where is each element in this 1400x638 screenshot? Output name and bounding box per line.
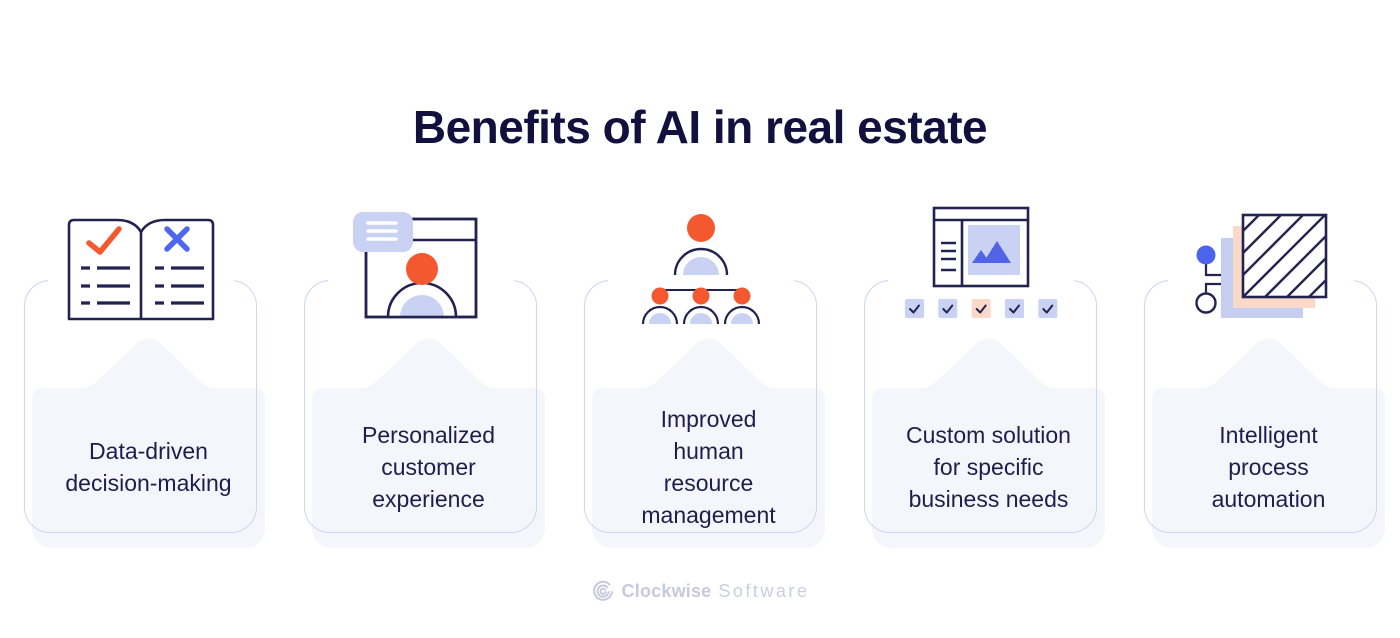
benefit-card-automation: Intelligent process automation	[1144, 206, 1385, 548]
brand-name-bold: Clockwise	[621, 580, 712, 601]
process-automation-icon	[1194, 213, 1327, 318]
benefit-card-custom-solution: Custom solution for specific business ne…	[864, 206, 1105, 548]
layer-hatched	[1241, 213, 1327, 299]
person-head	[405, 253, 438, 285]
card-label: Improved human resource management	[641, 406, 776, 528]
mountain-large	[982, 241, 1011, 263]
customer-profile-window-icon	[352, 212, 477, 319]
card-label: Intelligent process automation	[1211, 422, 1326, 512]
manager-head	[686, 214, 715, 242]
benefit-card-personalized: Personalized customer experience	[304, 206, 545, 548]
page-title: Benefits of AI in real estate	[412, 101, 988, 153]
card-label: Custom solution for specific business ne…	[906, 422, 1071, 512]
chat-bubble-icon	[352, 212, 413, 252]
dashboard-checklist-icon	[904, 206, 1057, 318]
card-label: Personalized customer experience	[362, 422, 495, 512]
card-peak-background	[312, 338, 545, 548]
card-peak-background	[592, 338, 825, 548]
node-filled	[1196, 245, 1215, 265]
checkbox-row	[904, 299, 1057, 318]
card-peak-background	[32, 338, 265, 548]
brand-name-light: Software	[718, 580, 810, 601]
clockwise-logo-icon	[592, 580, 613, 601]
open-book-check-icon	[67, 218, 214, 321]
check-icon	[85, 226, 122, 255]
node-outline	[1194, 292, 1217, 314]
footer-brand: Clockwise Software	[0, 576, 1400, 606]
benefit-card-data-driven: Data-driven decision-making	[24, 206, 265, 548]
benefit-card-hr: Improved human resource management	[584, 206, 825, 548]
x-icon	[163, 226, 190, 252]
card-peak-background	[1152, 338, 1385, 548]
card-peak-background	[872, 338, 1105, 548]
card-label: Data-driven decision-making	[65, 438, 232, 496]
org-chart-icon	[641, 214, 760, 325]
